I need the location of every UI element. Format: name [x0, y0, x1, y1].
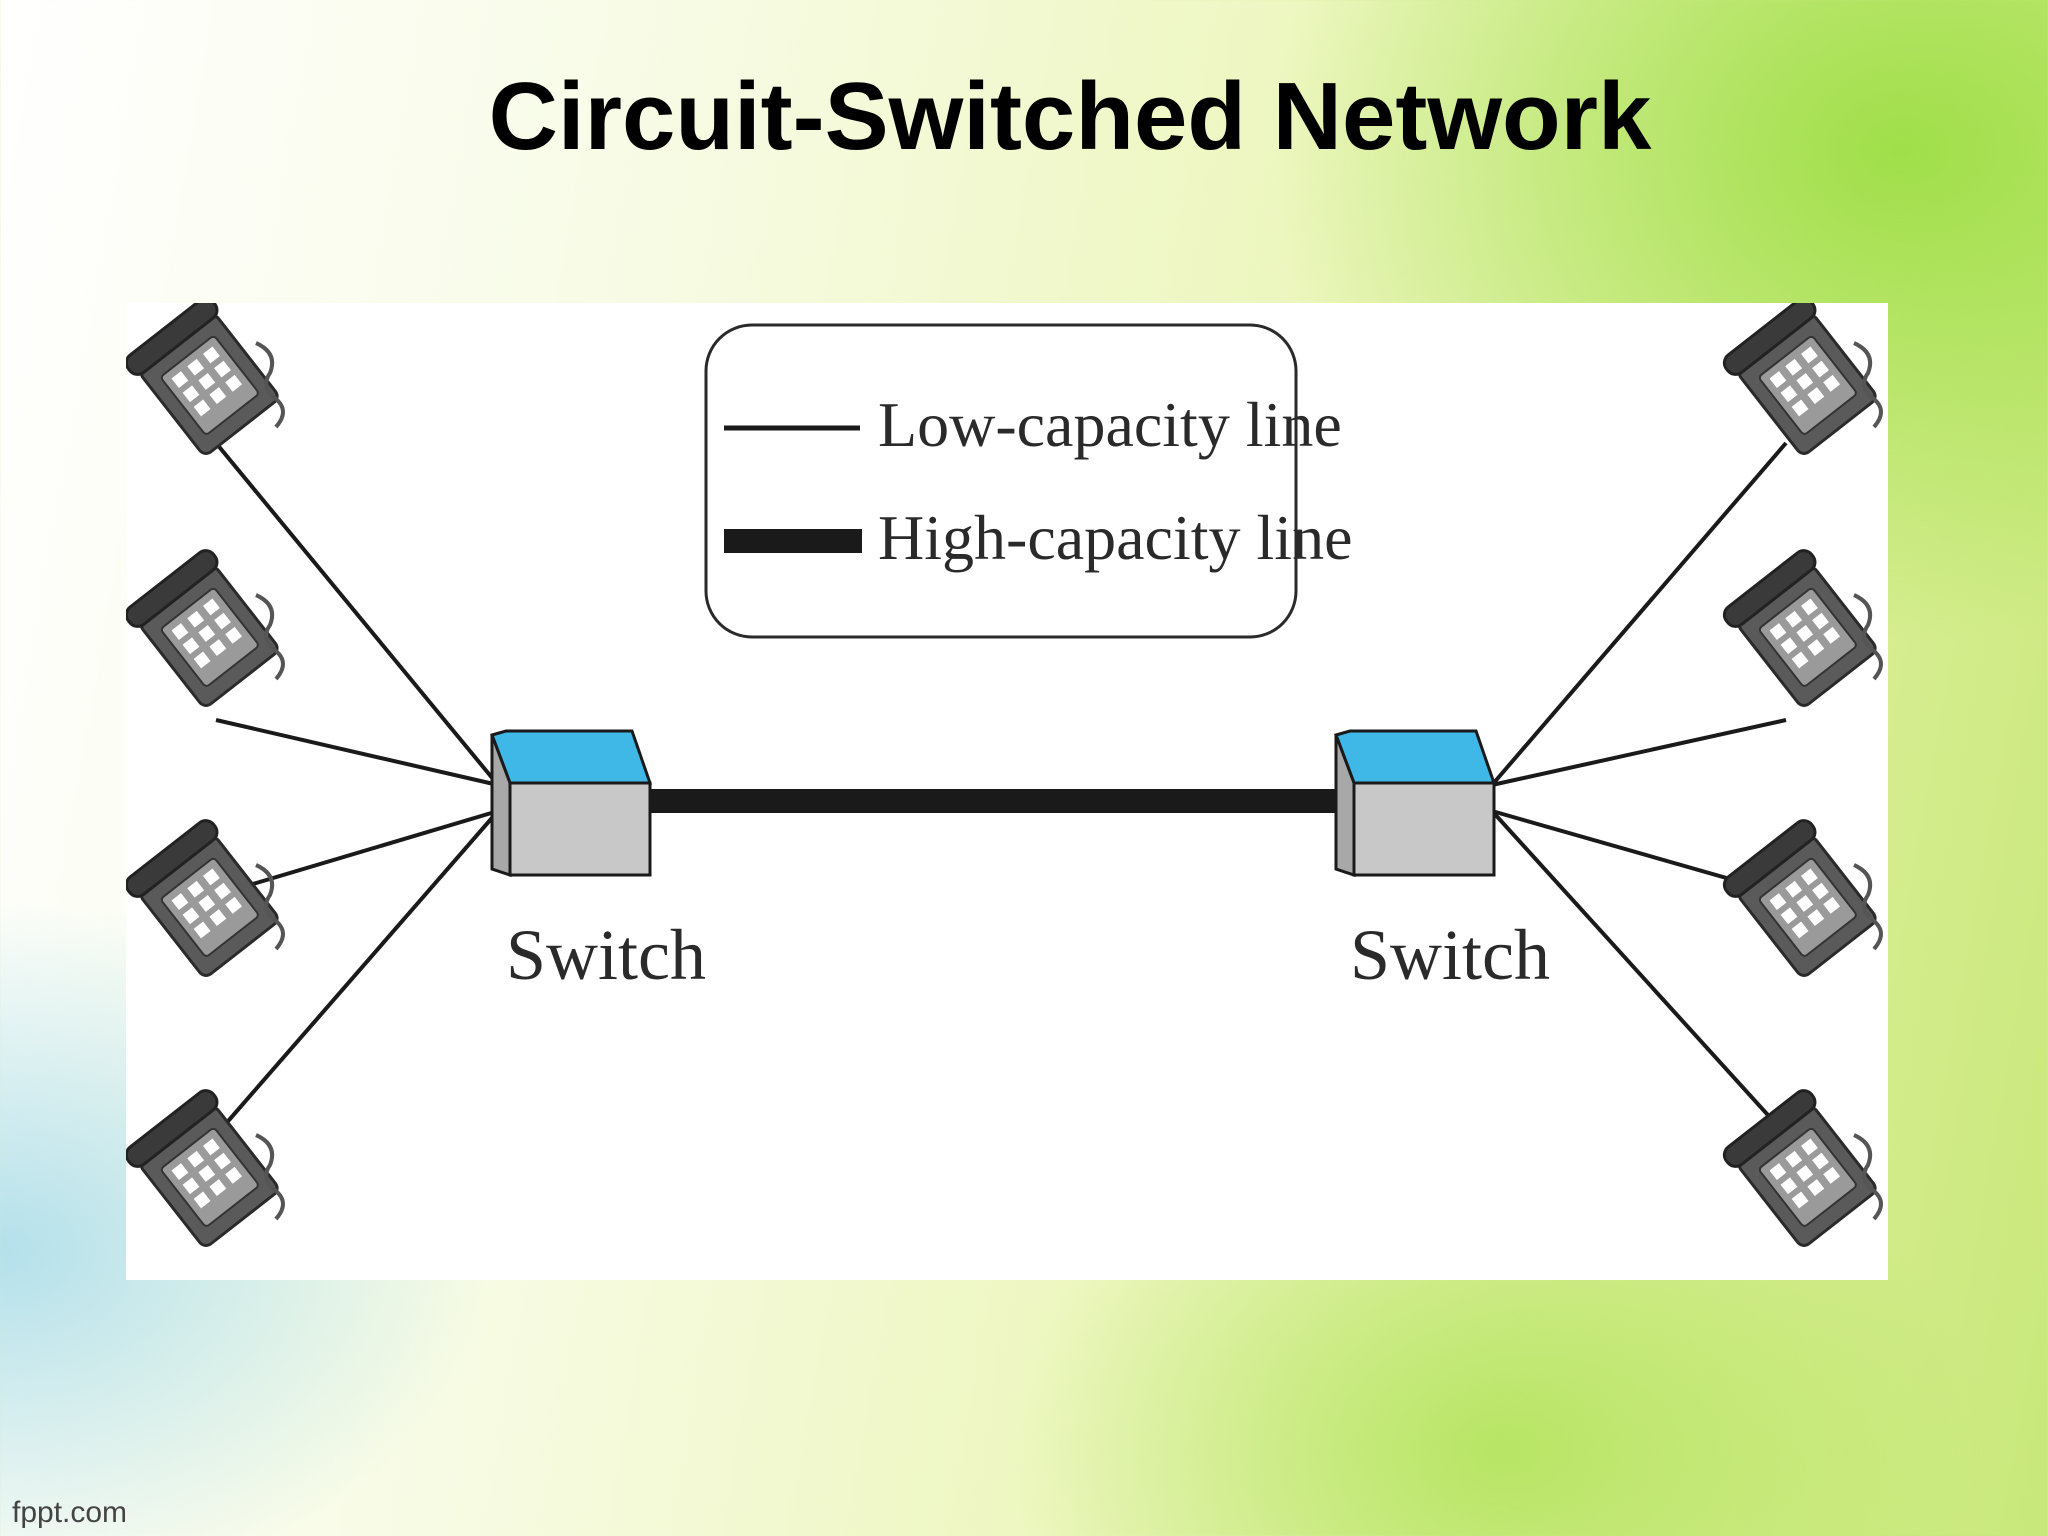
telephone-icon: [1718, 1084, 1886, 1255]
left-low-capacity-lines: [214, 441, 500, 1137]
left-switch-label: Switch: [506, 915, 706, 995]
telephone-icon: [1718, 814, 1886, 985]
legend: Low-capacity line High-capacity line: [704, 323, 1352, 639]
telephone-icon: [126, 814, 288, 985]
right-switch-label: Switch: [1350, 915, 1550, 995]
footer-brand: fppt.com: [12, 1496, 128, 1529]
right-switch-icon: [1334, 729, 1497, 878]
telephone-icon: [1718, 544, 1886, 715]
telephone-icon: [126, 303, 288, 463]
right-low-capacity-lines: [1490, 441, 1788, 1137]
left-switch-icon: [490, 729, 653, 878]
slide-title: Circuit-Switched Network: [488, 63, 1652, 170]
telephone-icon: [126, 544, 288, 715]
legend-low-capacity-label: Low-capacity line: [878, 389, 1342, 460]
legend-high-capacity-label: High-capacity line: [878, 502, 1352, 573]
diagram-canvas: Switch Switch Low-capacity line High-cap…: [126, 303, 1886, 1255]
telephone-icon: [126, 1084, 288, 1255]
telephone-icon: [1718, 303, 1886, 463]
circuit-switched-diagram: Switch Switch Low-capacity line High-cap…: [126, 303, 1888, 1280]
